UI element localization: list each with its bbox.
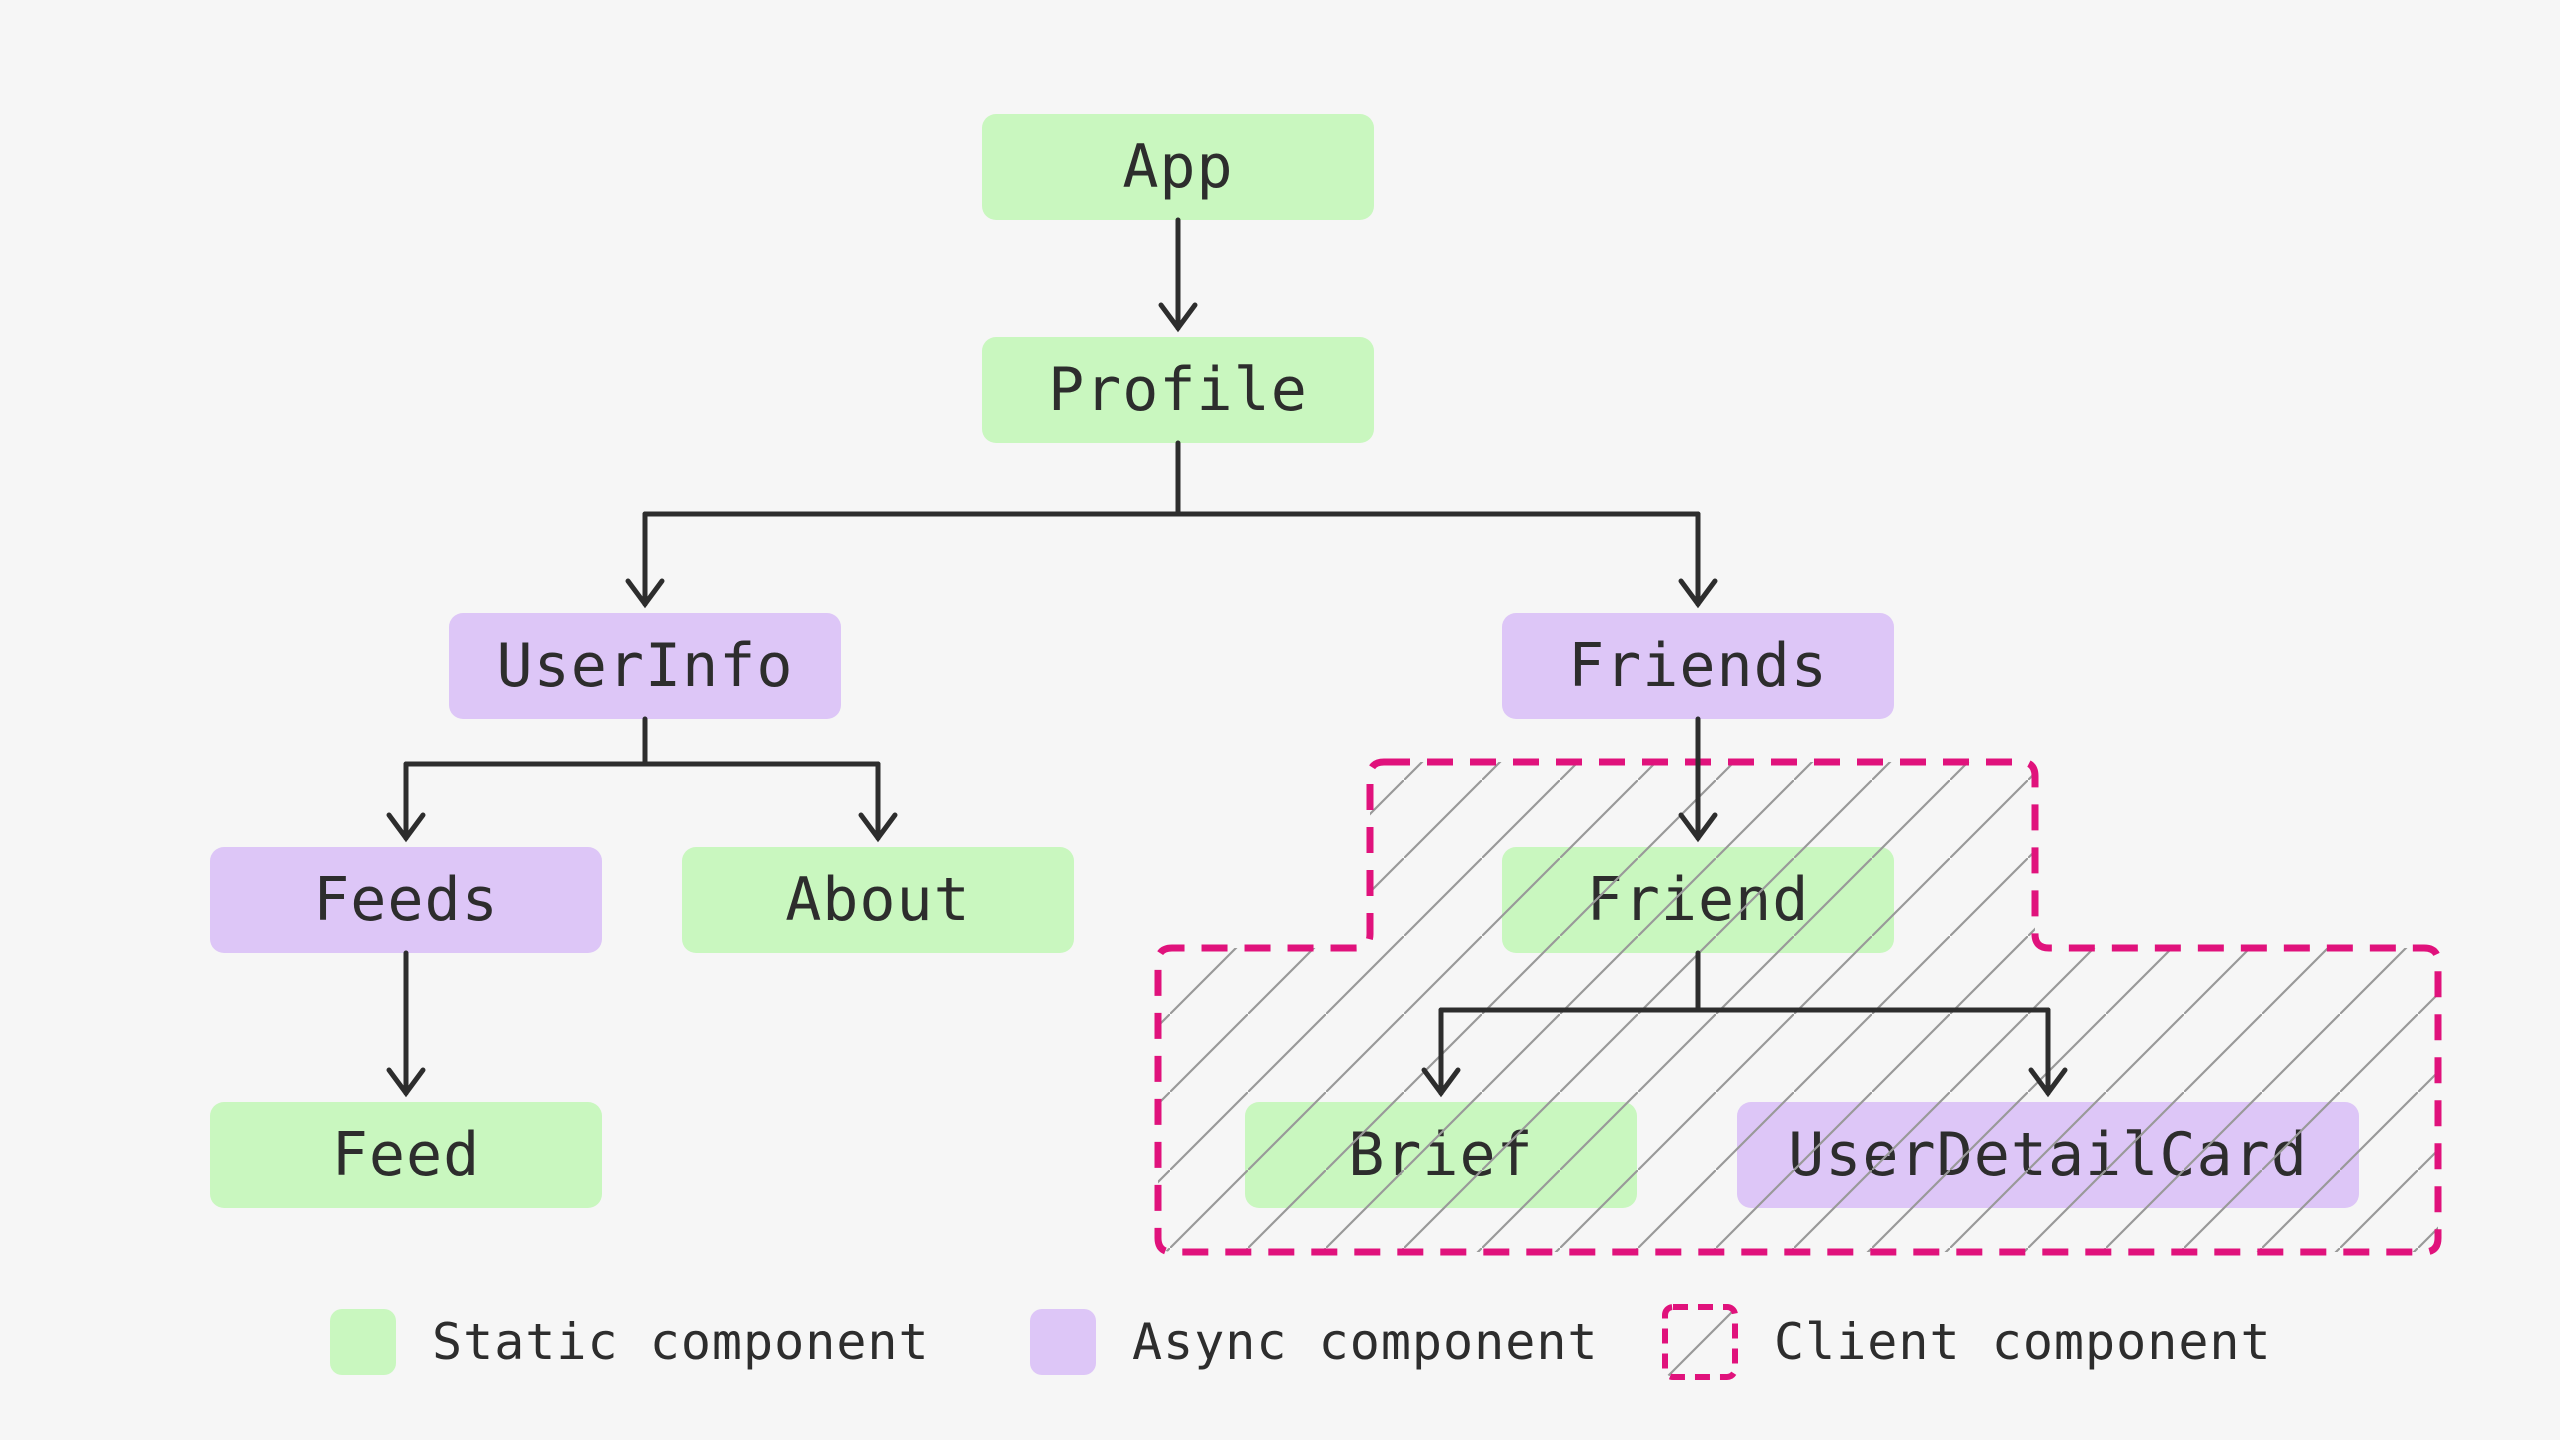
legend-label-static: Static component — [432, 1313, 930, 1371]
client-swatch-hatch — [1662, 1304, 1738, 1380]
legend-label-client: Client component — [1774, 1313, 2272, 1371]
legend-item-async: Async component — [1030, 1308, 1599, 1376]
node-feeds: Feeds — [210, 847, 602, 953]
async-component-swatch — [1030, 1309, 1096, 1375]
node-friends: Friends — [1502, 613, 1894, 719]
legend-label-async: Async component — [1132, 1313, 1599, 1371]
legend-item-static: Static component — [330, 1308, 930, 1376]
legend-item-client: Client component — [1662, 1304, 2272, 1380]
node-about: About — [682, 847, 1074, 953]
node-feed: Feed — [210, 1102, 602, 1208]
node-profile: Profile — [982, 337, 1374, 443]
node-app: App — [982, 114, 1374, 220]
node-userinfo: UserInfo — [449, 613, 841, 719]
static-component-swatch — [330, 1309, 396, 1375]
client-component-swatch — [1662, 1304, 1738, 1380]
